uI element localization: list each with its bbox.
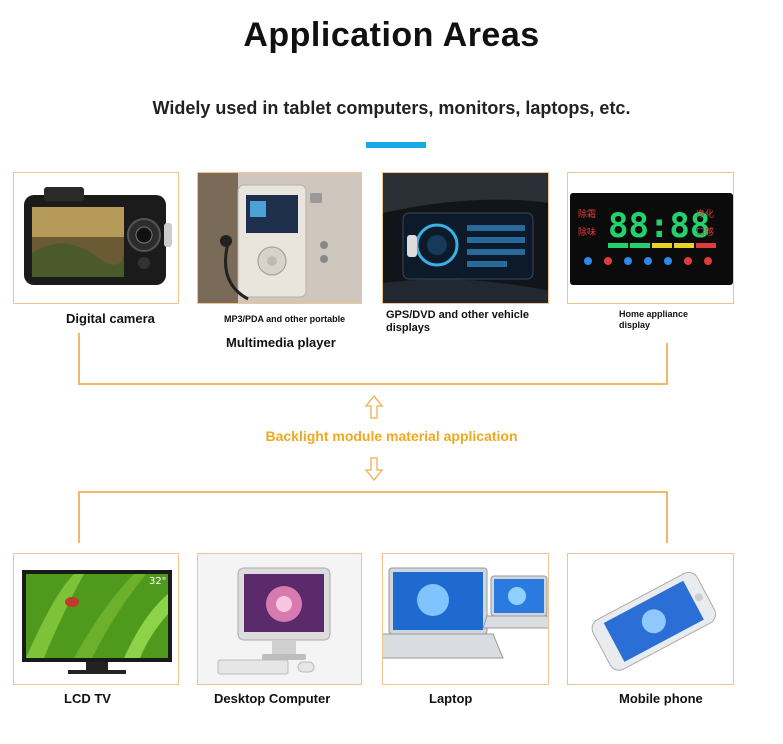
card-lcd-tv: 32" (13, 553, 179, 685)
appliance-btn-3: 净化 (696, 208, 714, 220)
mp3-player-image (198, 173, 361, 303)
connector-bottom-horizontal (78, 491, 668, 493)
card-desktop-computer (197, 553, 362, 685)
card-laptop (382, 553, 549, 685)
page-title: Application Areas (243, 16, 540, 54)
arrow-down-icon (364, 456, 384, 482)
center-label: Backlight module material application (265, 428, 518, 444)
page-subtitle: Widely used in tablet computers, monitor… (152, 98, 631, 118)
connector-top-horizontal (78, 383, 668, 385)
connector-bottom-left (78, 491, 80, 543)
vehicle-display-image (383, 173, 548, 303)
connector-top-right (666, 343, 668, 385)
label-multimedia-player: Multimedia player (226, 335, 336, 350)
desktop-computer-image (198, 554, 361, 684)
tv-size-badge: 32" (149, 576, 166, 587)
label-appliance-display: Home appliance display (619, 309, 689, 330)
lcd-tv-image: 32" (22, 570, 172, 674)
label-mobile-phone: Mobile phone (619, 691, 703, 706)
label-lcd-tv: LCD TV (64, 691, 111, 706)
accent-bar (366, 142, 426, 148)
mobile-phone-image (568, 554, 733, 684)
card-multimedia-player (197, 172, 362, 304)
connector-bottom-right (666, 491, 668, 543)
card-vehicle-display (382, 172, 549, 304)
arrow-up-icon (364, 394, 384, 420)
label-portable-small: MP3/PDA and other portable (224, 314, 346, 324)
label-vehicle-display: GPS/DVD and other vehicle displays (386, 309, 530, 334)
appliance-btn-4: 口感 (696, 226, 714, 238)
appliance-time: 88:88 (608, 206, 710, 246)
digital-camera-image (24, 187, 172, 285)
label-desktop-computer: Desktop Computer (214, 691, 331, 706)
appliance-btn-1: 除霜 (578, 208, 596, 220)
connector-top-left (78, 333, 80, 385)
laptop-image (383, 554, 548, 684)
card-appliance-display: 除霜 除味 88:88 净化 口感 (567, 172, 734, 304)
appliance-btn-2: 除味 (578, 226, 596, 238)
appliance-display-image: 除霜 除味 88:88 净化 口感 (568, 173, 733, 303)
label-laptop: Laptop (429, 691, 473, 706)
card-mobile-phone (567, 553, 734, 685)
label-digital-camera: Digital camera (66, 311, 155, 326)
card-digital-camera (13, 172, 179, 304)
